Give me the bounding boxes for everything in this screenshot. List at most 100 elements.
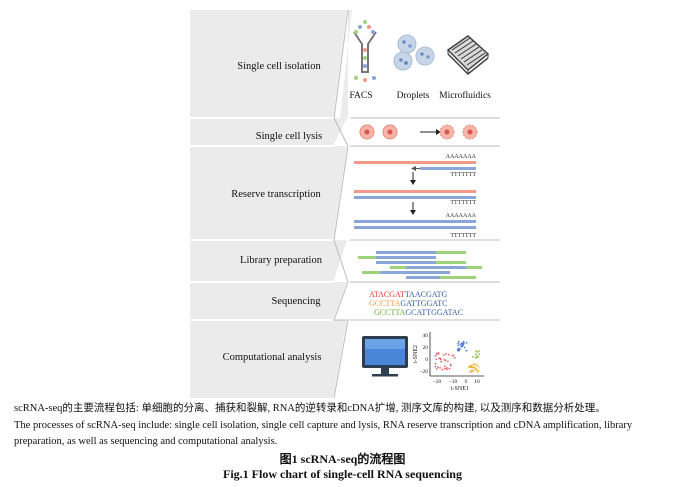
tsne-point-orange — [470, 369, 473, 371]
tsne-point-red — [437, 352, 440, 354]
tsne-point-red — [434, 362, 437, 365]
tsne-point-red — [436, 366, 439, 369]
caption-chinese: scRNA-seq的主要流程包括: 单细胞的分离、捕获和裂解, RNA的逆转录和… — [14, 403, 606, 414]
tsne-point-blue — [463, 346, 466, 349]
tsne-point-orange — [477, 365, 480, 368]
tsne-point-green — [476, 351, 479, 353]
tsne-point-red — [444, 365, 446, 368]
chevron-isolation — [340, 10, 352, 118]
tsne-ytick-3: 0 — [425, 357, 428, 363]
panel-dividers — [190, 117, 334, 321]
method-droplets: Droplets — [397, 91, 430, 101]
tsne-point-green — [478, 350, 480, 352]
step-label-library: Library preparation — [240, 255, 323, 266]
tsne-point-orange — [468, 366, 470, 368]
rt-polyT-1: TTTTTTT — [450, 172, 476, 178]
tsne-point-blue — [465, 349, 468, 352]
tsne-point-blue — [462, 344, 464, 346]
tsne-point-red — [435, 368, 438, 370]
right-separators — [350, 117, 500, 321]
tsne-point-blue — [465, 342, 468, 344]
tsne-point-green — [472, 355, 474, 358]
tsne-point-red — [435, 358, 438, 361]
tsne-point-red — [445, 353, 447, 355]
caption-english: The processes of scRNA-seq include: sing… — [14, 420, 633, 447]
tsne-plot: t-SNE2 t-SNE1 −20 −10 0 10 40 20 0 −20 — [413, 332, 484, 392]
tsne-point-blue — [457, 344, 460, 347]
tsne-point-red — [435, 353, 438, 356]
tsne-xtick-4: 10 — [474, 379, 480, 385]
tsne-point-red — [449, 363, 452, 366]
tsne-point-blue — [458, 348, 461, 351]
tsne-point-orange — [475, 364, 478, 366]
tsne-point-red — [443, 354, 445, 356]
tsne-point-red — [440, 358, 442, 361]
library-fragments — [358, 251, 482, 279]
tsne-point-orange — [475, 369, 477, 371]
droplets-icon — [393, 34, 435, 71]
tsne-point-green — [478, 353, 481, 355]
tsne-point-red — [453, 356, 456, 359]
method-microfluidics: Microfluidics — [439, 90, 491, 101]
figure-title-chinese: 图1 scRNA-seq的流程图 — [279, 452, 406, 466]
tsne-point-orange — [473, 363, 476, 366]
rt-polyT-2: TTTTTTT — [450, 200, 476, 206]
seq-read-3: GCCTTAGCATTGGATAC — [374, 308, 463, 317]
tsne-point-red — [440, 360, 443, 363]
tsne-point-orange — [477, 370, 480, 372]
tsne-point-orange — [472, 369, 475, 372]
tsne-point-blue — [457, 342, 460, 345]
tsne-point-red — [445, 367, 448, 369]
tsne-point-red — [446, 368, 448, 371]
tsne-ytick-4: −20 — [419, 369, 428, 375]
rt-diagram — [354, 161, 476, 229]
tsne-xtick-2: −10 — [449, 379, 458, 385]
tsne-xlabel: t-SNE1 — [451, 386, 469, 392]
tsne-point-blue — [460, 342, 463, 345]
tsne-points — [434, 340, 481, 373]
tsne-point-red — [451, 354, 454, 357]
tsne-point-green — [475, 357, 478, 359]
tsne-xtick-3: 0 — [465, 379, 468, 385]
tsne-ytick-1: 40 — [423, 333, 429, 339]
step-label-rt: Reserve transcription — [231, 189, 321, 200]
lysis-cells — [359, 124, 478, 140]
seq-read-1: ATACGATTAACGATG — [369, 290, 448, 299]
tsne-point-orange — [469, 371, 471, 373]
monitor-icon — [362, 336, 408, 377]
tsne-point-blue — [457, 340, 460, 343]
rt-polyT-3: TTTTTTT — [450, 233, 476, 239]
tsne-point-red — [439, 367, 441, 369]
sequence-reads: ATACGATTAACGATG GCCTTAGATTGGATC GCCTTAGC… — [369, 290, 463, 317]
method-facs: FACS — [349, 91, 372, 101]
section-borders — [333, 9, 349, 399]
tsne-point-red — [441, 368, 444, 371]
tsne-point-blue — [456, 349, 459, 352]
tsne-point-orange — [474, 366, 476, 369]
tsne-point-blue — [460, 345, 463, 348]
rt-polyA-1: AAAAAAA — [446, 154, 477, 160]
tsne-point-green — [476, 355, 478, 357]
tsne-point-green — [477, 356, 480, 358]
tsne-point-orange — [470, 370, 473, 373]
tsne-point-red — [447, 360, 449, 363]
tsne-ytick-2: 20 — [423, 345, 429, 351]
tsne-ylabel: t-SNE2 — [413, 345, 419, 363]
step-label-isolation: Single cell isolation — [237, 61, 321, 72]
figure-title-english: Fig.1 Flow chart of single-cell RNA sequ… — [223, 467, 462, 481]
facs-icon — [353, 20, 377, 82]
rt-polyA-2: AAAAAAA — [446, 213, 477, 219]
step-label-lysis: Single cell lysis — [256, 131, 323, 142]
step-label-analysis: Computational analysis — [223, 352, 322, 363]
tsne-point-red — [444, 367, 446, 370]
seq-read-2: GCCTTAGATTGGATC — [369, 299, 447, 308]
microfluidics-icon — [446, 35, 490, 76]
tsne-point-blue — [459, 343, 462, 346]
tsne-point-red — [447, 353, 450, 356]
step-label-sequencing: Sequencing — [272, 296, 322, 307]
tsne-point-red — [434, 354, 437, 357]
tsne-point-orange — [470, 366, 473, 368]
panel-background — [190, 10, 347, 398]
tsne-xtick-1: −20 — [433, 379, 442, 385]
tsne-point-red — [434, 365, 437, 368]
